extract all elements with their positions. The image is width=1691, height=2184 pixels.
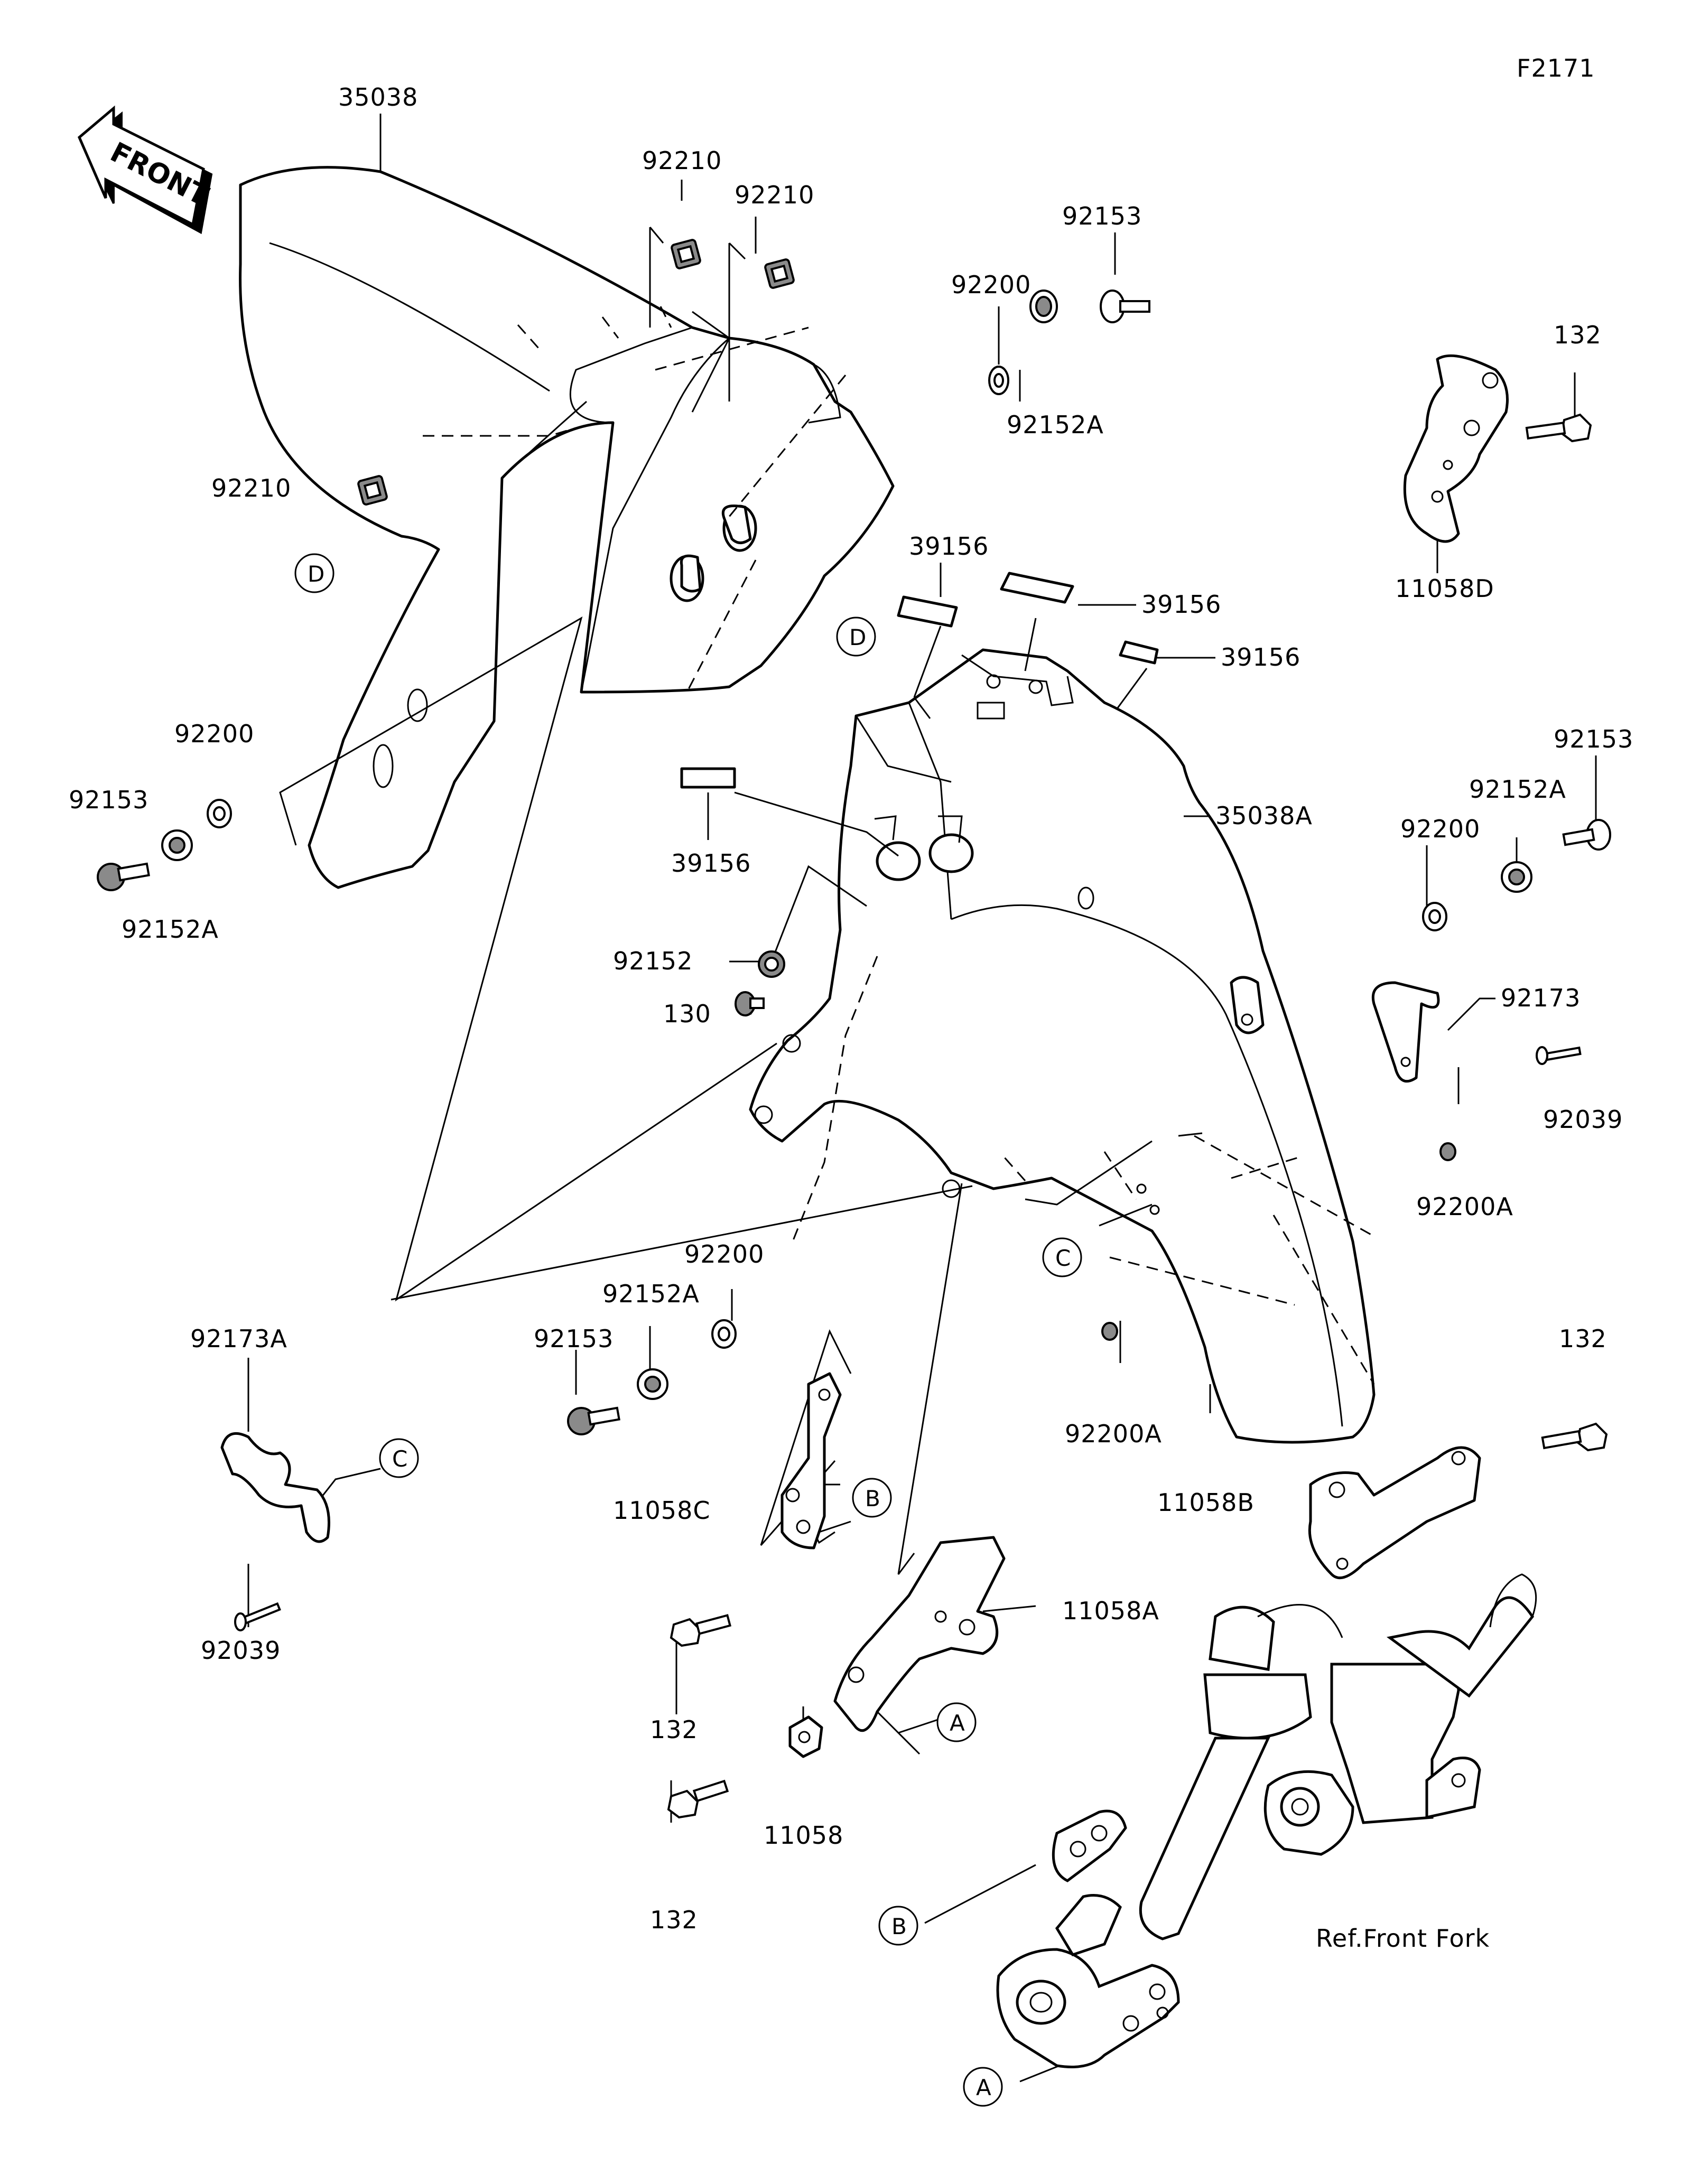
callout-B-1: B bbox=[852, 1478, 892, 1518]
decals-39156 bbox=[680, 572, 1159, 789]
part-label: 92210 bbox=[735, 181, 814, 209]
svg-text:D: D bbox=[308, 561, 324, 587]
collar-92152A-a bbox=[1029, 290, 1058, 323]
clip-nut-92210-b bbox=[764, 258, 795, 289]
part-label: 130 bbox=[663, 1000, 711, 1028]
part-label: 11058 bbox=[764, 1821, 843, 1850]
part-label: 35038 bbox=[338, 83, 418, 111]
diagram-code: F2171 bbox=[1517, 54, 1595, 82]
clip-nut-92210-c bbox=[357, 475, 388, 506]
bracket-11058B bbox=[1308, 1446, 1481, 1580]
bracket-11058C bbox=[781, 1372, 842, 1550]
bolt-132-b bbox=[1541, 1422, 1608, 1452]
part-label: 132 bbox=[650, 1715, 698, 1744]
part-label: 35038A bbox=[1215, 801, 1313, 830]
clamp-92173 bbox=[1372, 981, 1440, 1083]
washer-92200-a bbox=[988, 366, 1009, 395]
part-label: 92152 bbox=[613, 947, 693, 975]
bracket-11058A bbox=[833, 1536, 1006, 1732]
part-label: 92152A bbox=[122, 915, 219, 944]
callout-B-2: B bbox=[878, 1906, 918, 1946]
svg-text:D: D bbox=[849, 624, 866, 650]
part-label: 92153 bbox=[1062, 202, 1142, 230]
part-label: 92200A bbox=[1416, 1192, 1513, 1221]
hardware bbox=[97, 239, 1611, 1819]
part-label: 92039 bbox=[201, 1636, 281, 1665]
part-label: 11058C bbox=[613, 1496, 710, 1525]
callout-C-2: C bbox=[379, 1438, 419, 1478]
clip-nut-92210-a bbox=[671, 239, 701, 269]
bolt-92153-c bbox=[1562, 819, 1611, 851]
collar-92152A-b bbox=[161, 829, 193, 861]
part-label: 92152A bbox=[602, 1280, 700, 1308]
brackets bbox=[781, 354, 1509, 1732]
part-label: 92039 bbox=[1543, 1105, 1623, 1134]
washer-92200A-b bbox=[1101, 1322, 1118, 1341]
part-label: 92210 bbox=[211, 474, 291, 502]
bolt-132-d bbox=[667, 1779, 729, 1819]
part-label: 11058D bbox=[1395, 574, 1494, 603]
part-label: 92200 bbox=[684, 1240, 764, 1268]
part-label: 39156 bbox=[671, 849, 751, 878]
callout-A-2: A bbox=[963, 2067, 1003, 2107]
rivet-92039-b bbox=[234, 1602, 281, 1631]
part-label: 11058B bbox=[1157, 1488, 1255, 1517]
part-label: 132 bbox=[1554, 321, 1602, 349]
svg-text:C: C bbox=[1055, 1245, 1071, 1271]
part-label: 92152A bbox=[1007, 410, 1104, 439]
svg-text:B: B bbox=[891, 1914, 907, 1939]
part-label: 132 bbox=[650, 1906, 698, 1934]
part-label: 92153 bbox=[69, 786, 148, 814]
part-label: 92210 bbox=[642, 146, 722, 175]
part-labels: 35038 92210 92210 92153 92200 92152A 132… bbox=[69, 83, 1633, 1953]
collar-92152A-d bbox=[637, 1368, 668, 1400]
callout-D-2: D bbox=[836, 617, 876, 657]
washer-92200A-a bbox=[1439, 1142, 1456, 1161]
part-label: 92200 bbox=[174, 720, 254, 748]
part-label: 92200A bbox=[1065, 1420, 1162, 1448]
part-label: 92200 bbox=[951, 270, 1031, 299]
grommet-92152 bbox=[758, 950, 785, 978]
leader-lines bbox=[247, 114, 1597, 2083]
part-label: 132 bbox=[1559, 1324, 1607, 1353]
part-label: 11058A bbox=[1062, 1597, 1159, 1625]
svg-text:A: A bbox=[950, 1710, 965, 1736]
svg-text:A: A bbox=[976, 2075, 991, 2101]
bolt-92153-a bbox=[1100, 290, 1150, 323]
part-label: 39156 bbox=[1221, 643, 1300, 671]
callout-D-1: D bbox=[294, 553, 335, 593]
part-label: 92200 bbox=[1400, 815, 1480, 843]
bolt-132-a bbox=[1525, 413, 1592, 443]
part-label: 92153 bbox=[1554, 725, 1633, 753]
front-fender-35038 bbox=[239, 166, 895, 889]
svg-text:C: C bbox=[392, 1446, 407, 1472]
bolt-132-c bbox=[670, 1614, 732, 1647]
callouts: D D C C B A B A bbox=[294, 553, 1082, 2107]
callout-C-1: C bbox=[1042, 1237, 1082, 1277]
washer-92200-b bbox=[207, 799, 232, 828]
part-label: 92173A bbox=[190, 1324, 287, 1353]
bolt-92153-b bbox=[97, 862, 150, 891]
part-label: 92173 bbox=[1501, 984, 1581, 1012]
nut-11058 bbox=[788, 1715, 823, 1758]
part-label: 39156 bbox=[909, 532, 989, 561]
svg-text:B: B bbox=[865, 1486, 880, 1511]
ref-front-fork-note: Ref.Front Fork bbox=[1316, 1924, 1490, 1953]
washer-92200-d bbox=[711, 1319, 737, 1349]
screw-130 bbox=[735, 991, 765, 1016]
callout-A-1: A bbox=[936, 1702, 977, 1742]
part-label: 39156 bbox=[1141, 590, 1221, 619]
collar-92152A-c bbox=[1501, 861, 1532, 893]
washer-92200-c bbox=[1422, 902, 1447, 931]
part-label: 92152A bbox=[1469, 775, 1566, 804]
clamp-92173A bbox=[220, 1432, 330, 1543]
rivet-92039-a bbox=[1536, 1046, 1582, 1065]
bolt-92153-d bbox=[567, 1406, 620, 1435]
part-label: 92153 bbox=[534, 1324, 614, 1353]
front-arrow-icon: FRONT bbox=[77, 105, 213, 235]
front-fork-reference bbox=[996, 1573, 1537, 2068]
front-fender-35038A bbox=[749, 648, 1376, 1444]
bracket-11058D bbox=[1403, 354, 1509, 543]
